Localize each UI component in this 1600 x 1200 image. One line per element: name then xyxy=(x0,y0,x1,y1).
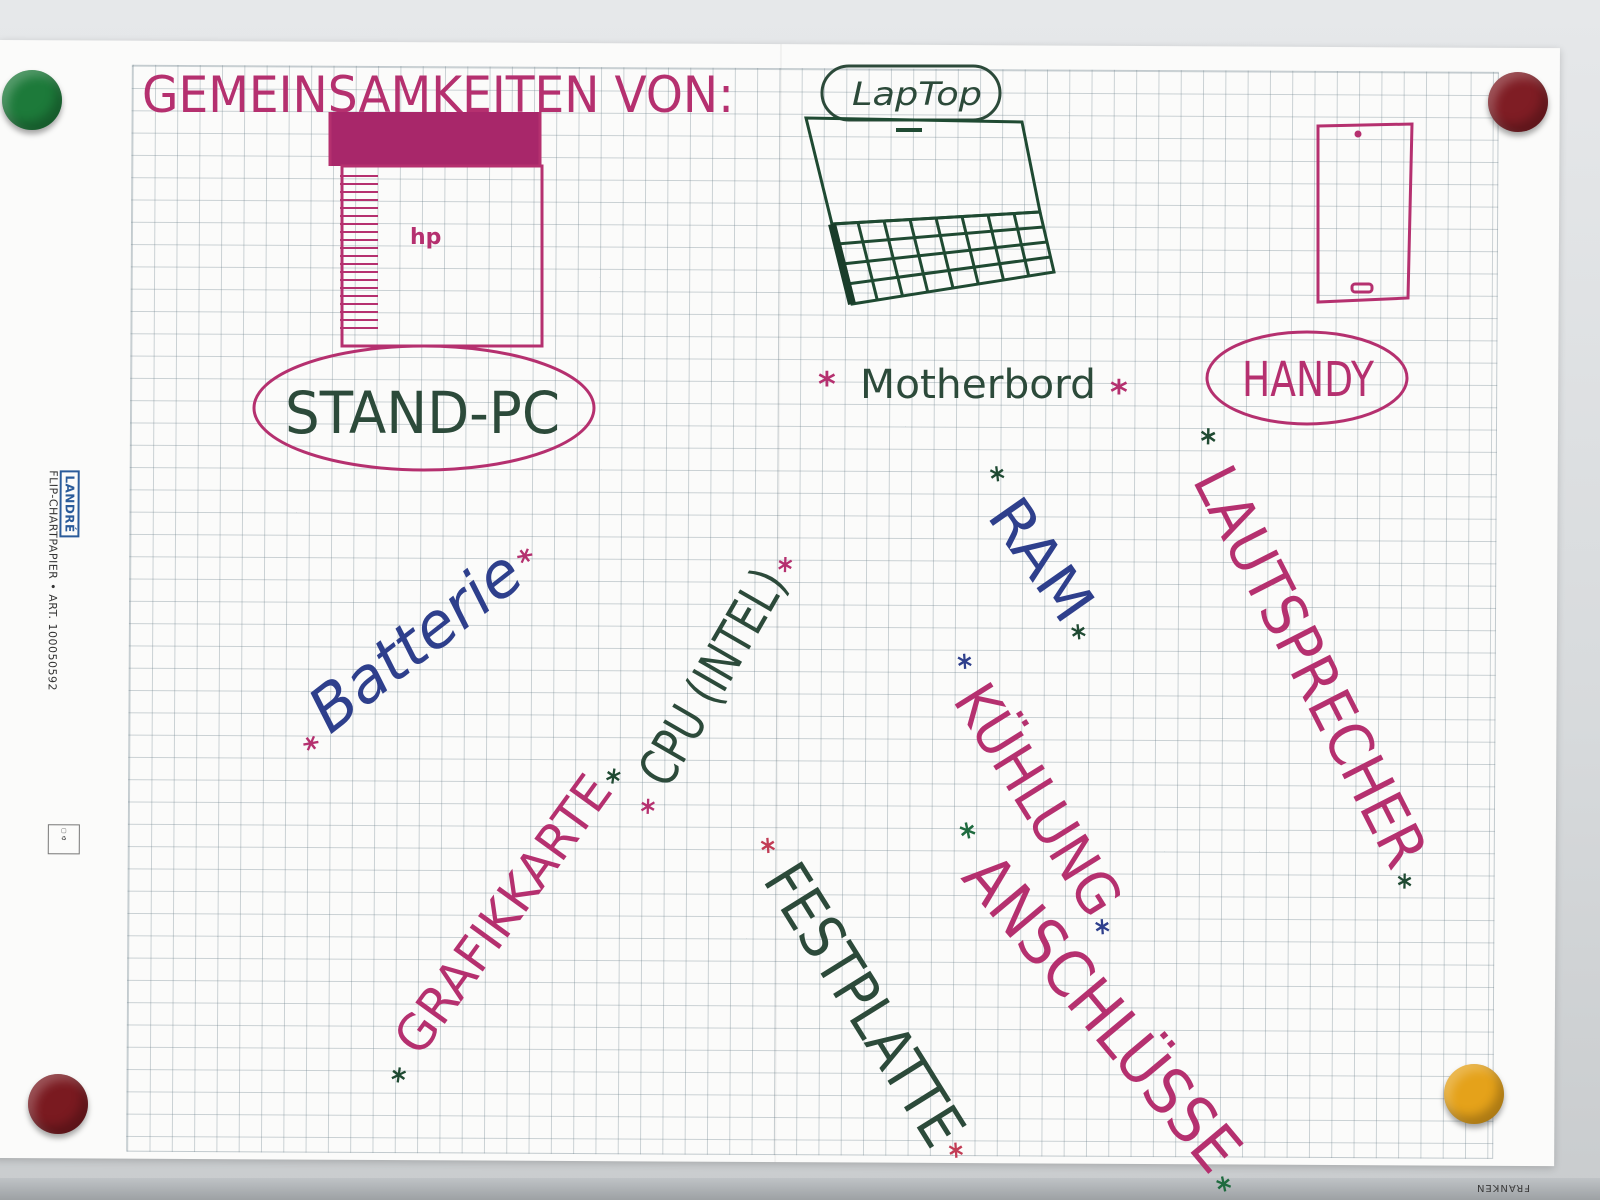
kuehlung-star-left: * xyxy=(941,648,979,680)
festplatte-star-left: * xyxy=(744,833,782,865)
smartphone-icon xyxy=(1316,122,1414,304)
motherboard-star-right: * xyxy=(1110,373,1128,413)
cpu-group: * CPU (INTEL) * xyxy=(627,552,809,825)
lautsprecher-group: * LAUTSPRECHER * xyxy=(1179,423,1441,899)
laptop-label: LapTop xyxy=(852,75,982,113)
laptop-icon xyxy=(804,116,1056,306)
festplatte-label: FESTPLATTE xyxy=(749,851,978,1159)
motherboard-star-left: * xyxy=(818,365,836,405)
hp-logo: hp xyxy=(410,225,441,250)
handy-label: HANDY xyxy=(1242,352,1375,408)
magnet-bottom-left[interactable] xyxy=(28,1074,88,1134)
lautsprecher-star-left: * xyxy=(1183,423,1225,455)
grafikkarte-star-left: * xyxy=(385,1061,423,1095)
grafikkarte-label: GRAFIKKARTE xyxy=(383,764,624,1065)
cpu-star-left: * xyxy=(634,793,672,824)
batterie-group: * Batterie * xyxy=(294,535,545,766)
batterie-star-left: * xyxy=(297,729,331,766)
cpu-label: CPU (INTEL) xyxy=(627,559,799,797)
handy-label-group: HANDY xyxy=(1205,330,1409,426)
motherboard-label: Motherbord xyxy=(860,362,1096,408)
ram-group: * RAM * xyxy=(974,461,1108,652)
magnet-bottom-right[interactable] xyxy=(1444,1064,1504,1124)
magnet-top-right[interactable] xyxy=(1488,72,1548,132)
anschluesse-star-left: * xyxy=(943,815,983,852)
laptop-label-group: LapTop xyxy=(820,64,1002,122)
whiteboard-frame xyxy=(0,1178,1600,1200)
batterie-label: Batterie xyxy=(294,535,536,746)
desktop-pc-icon: hp xyxy=(328,112,544,348)
stand-pc-label: STAND-PC xyxy=(285,379,560,447)
grafikkarte-group: * GRAFIKKARTE * xyxy=(383,763,637,1095)
magnet-top-left[interactable] xyxy=(2,70,62,130)
lautsprecher-label: LAUTSPRECHER xyxy=(1179,455,1441,879)
ram-star-left: * xyxy=(974,461,1012,494)
stand-pc-label-group: STAND-PC xyxy=(252,344,596,472)
ram-label: RAM xyxy=(975,485,1108,635)
festplatte-group: * FESTPLATTE * xyxy=(744,833,978,1170)
